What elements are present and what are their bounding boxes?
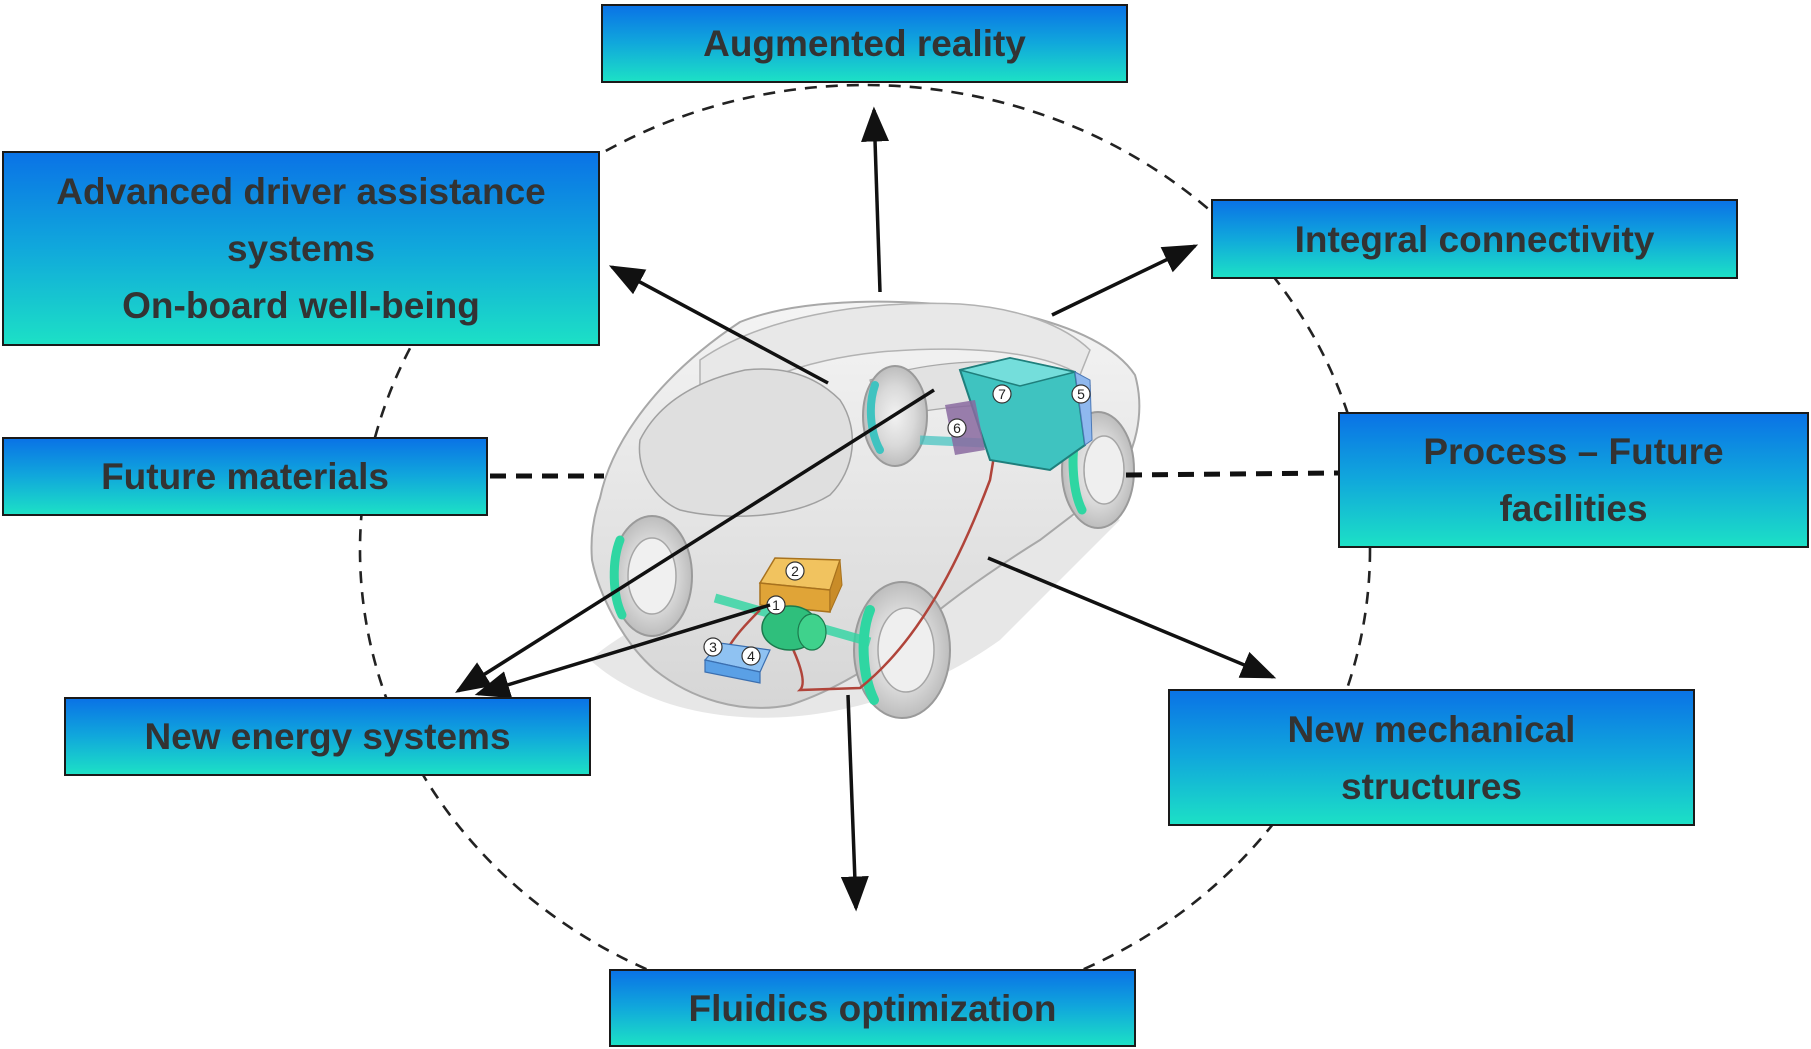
rear-right-wheel [853,581,951,719]
component-marker-3-label: 3 [709,639,717,655]
arrow-integral-connectivity [1051,244,1199,317]
arrow-fluidics-optimization [840,694,869,912]
component-marker-2: 2 [785,561,805,581]
component-marker-7: 7 [992,384,1012,404]
dashed-connectors [490,470,1339,479]
arrow-new-energy-systems-a [455,388,935,693]
arrow-adas [608,265,829,385]
dash-process-future-facilities [1125,470,1339,478]
topic-new-mechanical-structures-line-1: New mechanical [1287,708,1576,750]
component-markers: 1 2 3 4 5 6 7 [703,384,1091,666]
topic-box-future-materials: Future materials [2,437,488,516]
topic-box-augmented-reality: Augmented reality [601,4,1128,83]
topic-box-new-energy-systems: New energy systems [64,697,591,776]
topic-box-integral-connectivity: Integral connectivity [1211,199,1738,279]
component-marker-6-label: 6 [953,420,961,436]
topic-box-new-mechanical-structures: New mechanical structures [1168,689,1695,826]
topic-adas-line-1: Advanced driver assistance [56,171,546,212]
car-illustration [590,300,1141,719]
topic-adas-line-3: On-board well-being [122,285,480,326]
rear-left-wheel [609,515,693,637]
component-marker-6: 6 [947,418,967,438]
component-marker-1: 1 [766,595,786,615]
car-rear-window [638,368,853,517]
arrow-new-energy-systems-b [474,603,771,699]
topic-future-materials-line-1: Future materials [101,456,389,497]
component-marker-5-label: 5 [1077,386,1085,402]
component-marker-4-label: 4 [747,648,755,664]
component-marker-1-label: 1 [772,597,780,613]
topic-integral-connectivity-line-1: Integral connectivity [1294,218,1655,260]
component-marker-4: 4 [741,646,761,666]
component-marker-3: 3 [703,637,723,657]
electric-motor [761,605,827,651]
connector-arrows [455,106,1277,912]
topic-new-mechanical-structures-line-2: structures [1341,765,1522,807]
topic-process-line-1: Process – Future [1423,431,1724,472]
topic-box-process-future-facilities: Process – Future facilities [1338,412,1809,548]
topic-process-line-2: facilities [1499,488,1648,529]
topic-new-energy-systems-line-1: New energy systems [144,716,511,757]
topic-adas-line-2: systems [226,228,376,269]
component-marker-2-label: 2 [791,563,799,579]
component-marker-5: 5 [1071,384,1091,404]
topic-box-fluidics-optimization: Fluidics optimization [609,969,1136,1047]
topic-box-adas: Advanced driver assistance systems On-bo… [2,151,600,346]
arrow-augmented-reality [861,106,890,293]
component-marker-7-label: 7 [998,386,1006,402]
arrow-new-mechanical-structures [987,556,1277,679]
topic-fluidics-optimization-line-1: Fluidics optimization [688,987,1057,1029]
topic-augmented-reality-line-1: Augmented reality [703,23,1026,64]
